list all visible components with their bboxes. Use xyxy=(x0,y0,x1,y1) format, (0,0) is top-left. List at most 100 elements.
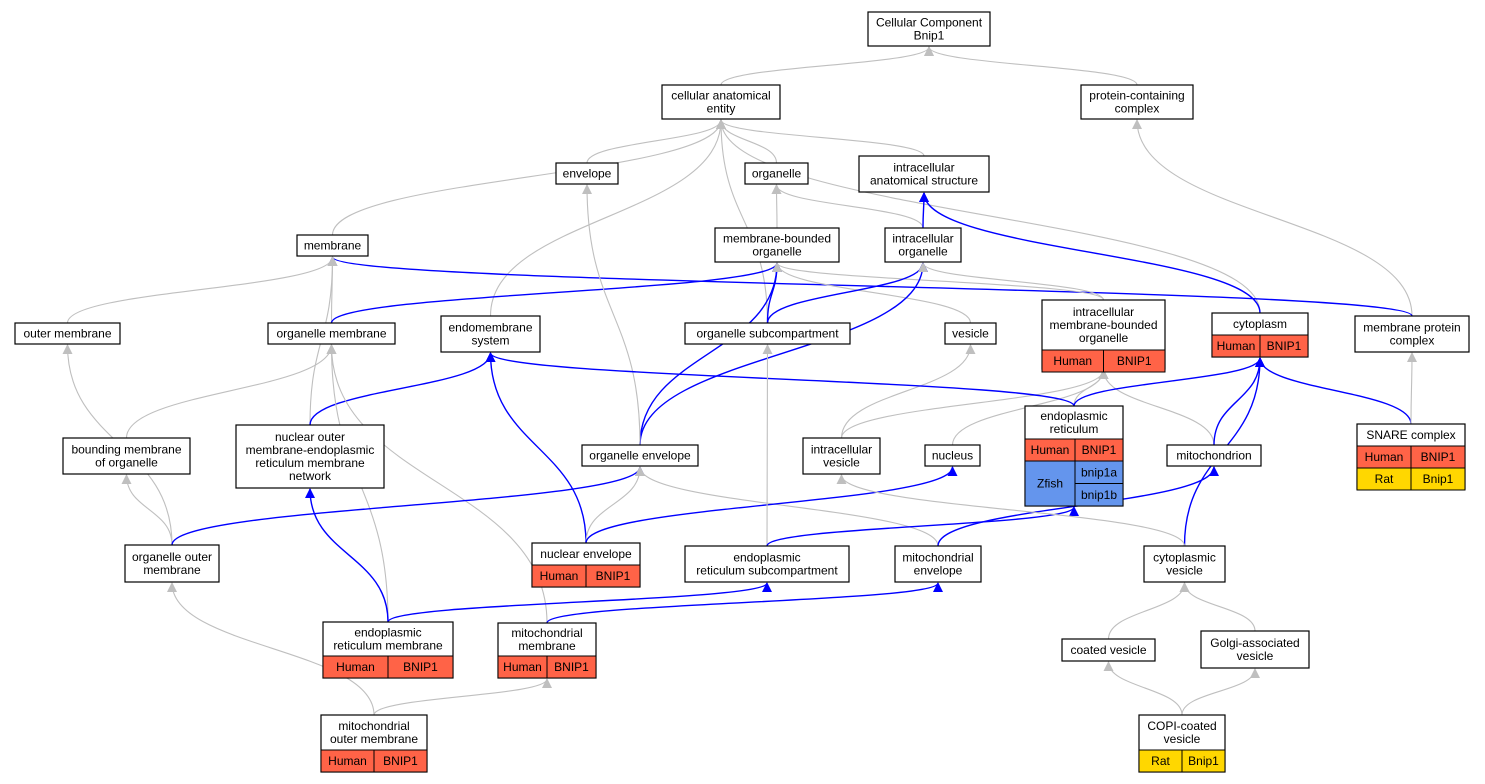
node-label: outer membrane xyxy=(330,732,418,746)
species-cell-label: Human xyxy=(503,660,542,674)
node-imbo[interactable]: intracellularmembrane-boundedorganelleHu… xyxy=(1041,299,1166,373)
node-label: cellular anatomical xyxy=(671,89,770,103)
edge-nomer-to-endomembrane xyxy=(309,352,496,426)
species-cell xyxy=(546,655,597,679)
node-label: nuclear outer xyxy=(275,430,345,444)
node-label: outer membrane xyxy=(23,327,111,341)
node-label: vesicle xyxy=(1166,564,1203,578)
node-label: intracellular xyxy=(811,443,872,457)
node-organelle-membrane[interactable]: organelle membrane xyxy=(267,322,396,345)
node-label: membrane xyxy=(518,639,576,653)
species-cell-label: Human xyxy=(328,754,367,768)
edge-gav-to-cytv xyxy=(1179,582,1256,632)
species-cell xyxy=(1074,483,1124,507)
node-box xyxy=(296,234,369,257)
edge-oenv-to-io xyxy=(639,262,928,446)
node-label: system xyxy=(471,334,509,348)
node-outer-membrane[interactable]: outer membrane xyxy=(14,322,121,345)
edge-membrane-to-cae xyxy=(331,119,726,236)
species-cell xyxy=(1103,349,1166,373)
edge-io-to-organelle xyxy=(771,184,924,229)
species-cell-label: bnip1b xyxy=(1081,488,1117,502)
node-box xyxy=(867,11,991,47)
species-cell xyxy=(1410,467,1466,491)
node-label: complex xyxy=(1390,334,1435,348)
node-label: protein-containing xyxy=(1089,89,1184,103)
node-nucleus[interactable]: nucleus xyxy=(924,444,981,467)
node-label: reticulum membrane xyxy=(255,456,365,470)
node-label: cytoplasm xyxy=(1233,317,1287,331)
species-cell xyxy=(1181,749,1226,773)
node-label: vesicle xyxy=(952,327,989,341)
species-cell-label: BNIP1 xyxy=(403,660,438,674)
node-box xyxy=(714,227,840,263)
edge-cytoplasm-to-ias xyxy=(919,192,1261,314)
species-cell xyxy=(387,655,454,679)
node-box xyxy=(1354,315,1470,353)
node-envelope[interactable]: envelope xyxy=(555,162,619,185)
node-box xyxy=(1200,630,1310,669)
node-label: membrane-endoplasmic xyxy=(246,443,375,457)
node-label: mitochondrial xyxy=(338,719,409,733)
node-osc[interactable]: organelle subcompartment xyxy=(684,322,851,345)
node-label: intracellular xyxy=(892,232,953,246)
node-membrane[interactable]: membrane xyxy=(296,234,369,257)
node-label: COPI-coated xyxy=(1147,719,1216,733)
node-box xyxy=(1166,444,1262,467)
node-label: complex xyxy=(1115,102,1160,116)
edge-organelle_membrane-to-mbo xyxy=(330,262,782,324)
edge-erm-to-ersc xyxy=(387,582,772,623)
node-vesicle[interactable]: vesicle xyxy=(944,322,997,345)
edge-organelle-to-cae xyxy=(716,119,778,164)
edge-erm-to-nomer xyxy=(305,488,389,623)
node-label: organelle outer xyxy=(132,550,212,564)
edge-iv-to-imbo xyxy=(840,369,1109,439)
node-oenv[interactable]: organelle envelope xyxy=(581,444,699,467)
node-mito[interactable]: mitochondrion xyxy=(1166,444,1262,467)
edge-mom-to-oom xyxy=(167,582,375,716)
node-label: membrane xyxy=(143,563,201,577)
node-label: cytoplasmic xyxy=(1153,551,1216,565)
node-label: organelle subcompartment xyxy=(696,327,839,341)
edge-ersc-to-er xyxy=(766,506,1079,547)
species-cell-label: Human xyxy=(1053,354,1092,368)
node-cv[interactable]: coated vesicle xyxy=(1061,638,1156,662)
node-label: organelle xyxy=(898,245,948,259)
node-label: mitochondrial xyxy=(511,626,582,640)
node-label: membrane protein xyxy=(1363,321,1460,335)
node-label: Golgi-associated xyxy=(1210,636,1299,650)
edge-layer xyxy=(62,46,1417,716)
node-label: organelle membrane xyxy=(276,327,386,341)
node-box xyxy=(124,544,220,583)
node-label: envelope xyxy=(563,167,612,181)
node-box xyxy=(1080,84,1194,120)
edge-pcc-to-cc xyxy=(924,46,1138,86)
node-nomer[interactable]: nuclear outermembrane-endoplasmicreticul… xyxy=(235,424,385,489)
node-box xyxy=(581,444,699,467)
edge-cae-to-cc xyxy=(720,46,934,86)
node-organelle[interactable]: organelle xyxy=(744,162,809,185)
